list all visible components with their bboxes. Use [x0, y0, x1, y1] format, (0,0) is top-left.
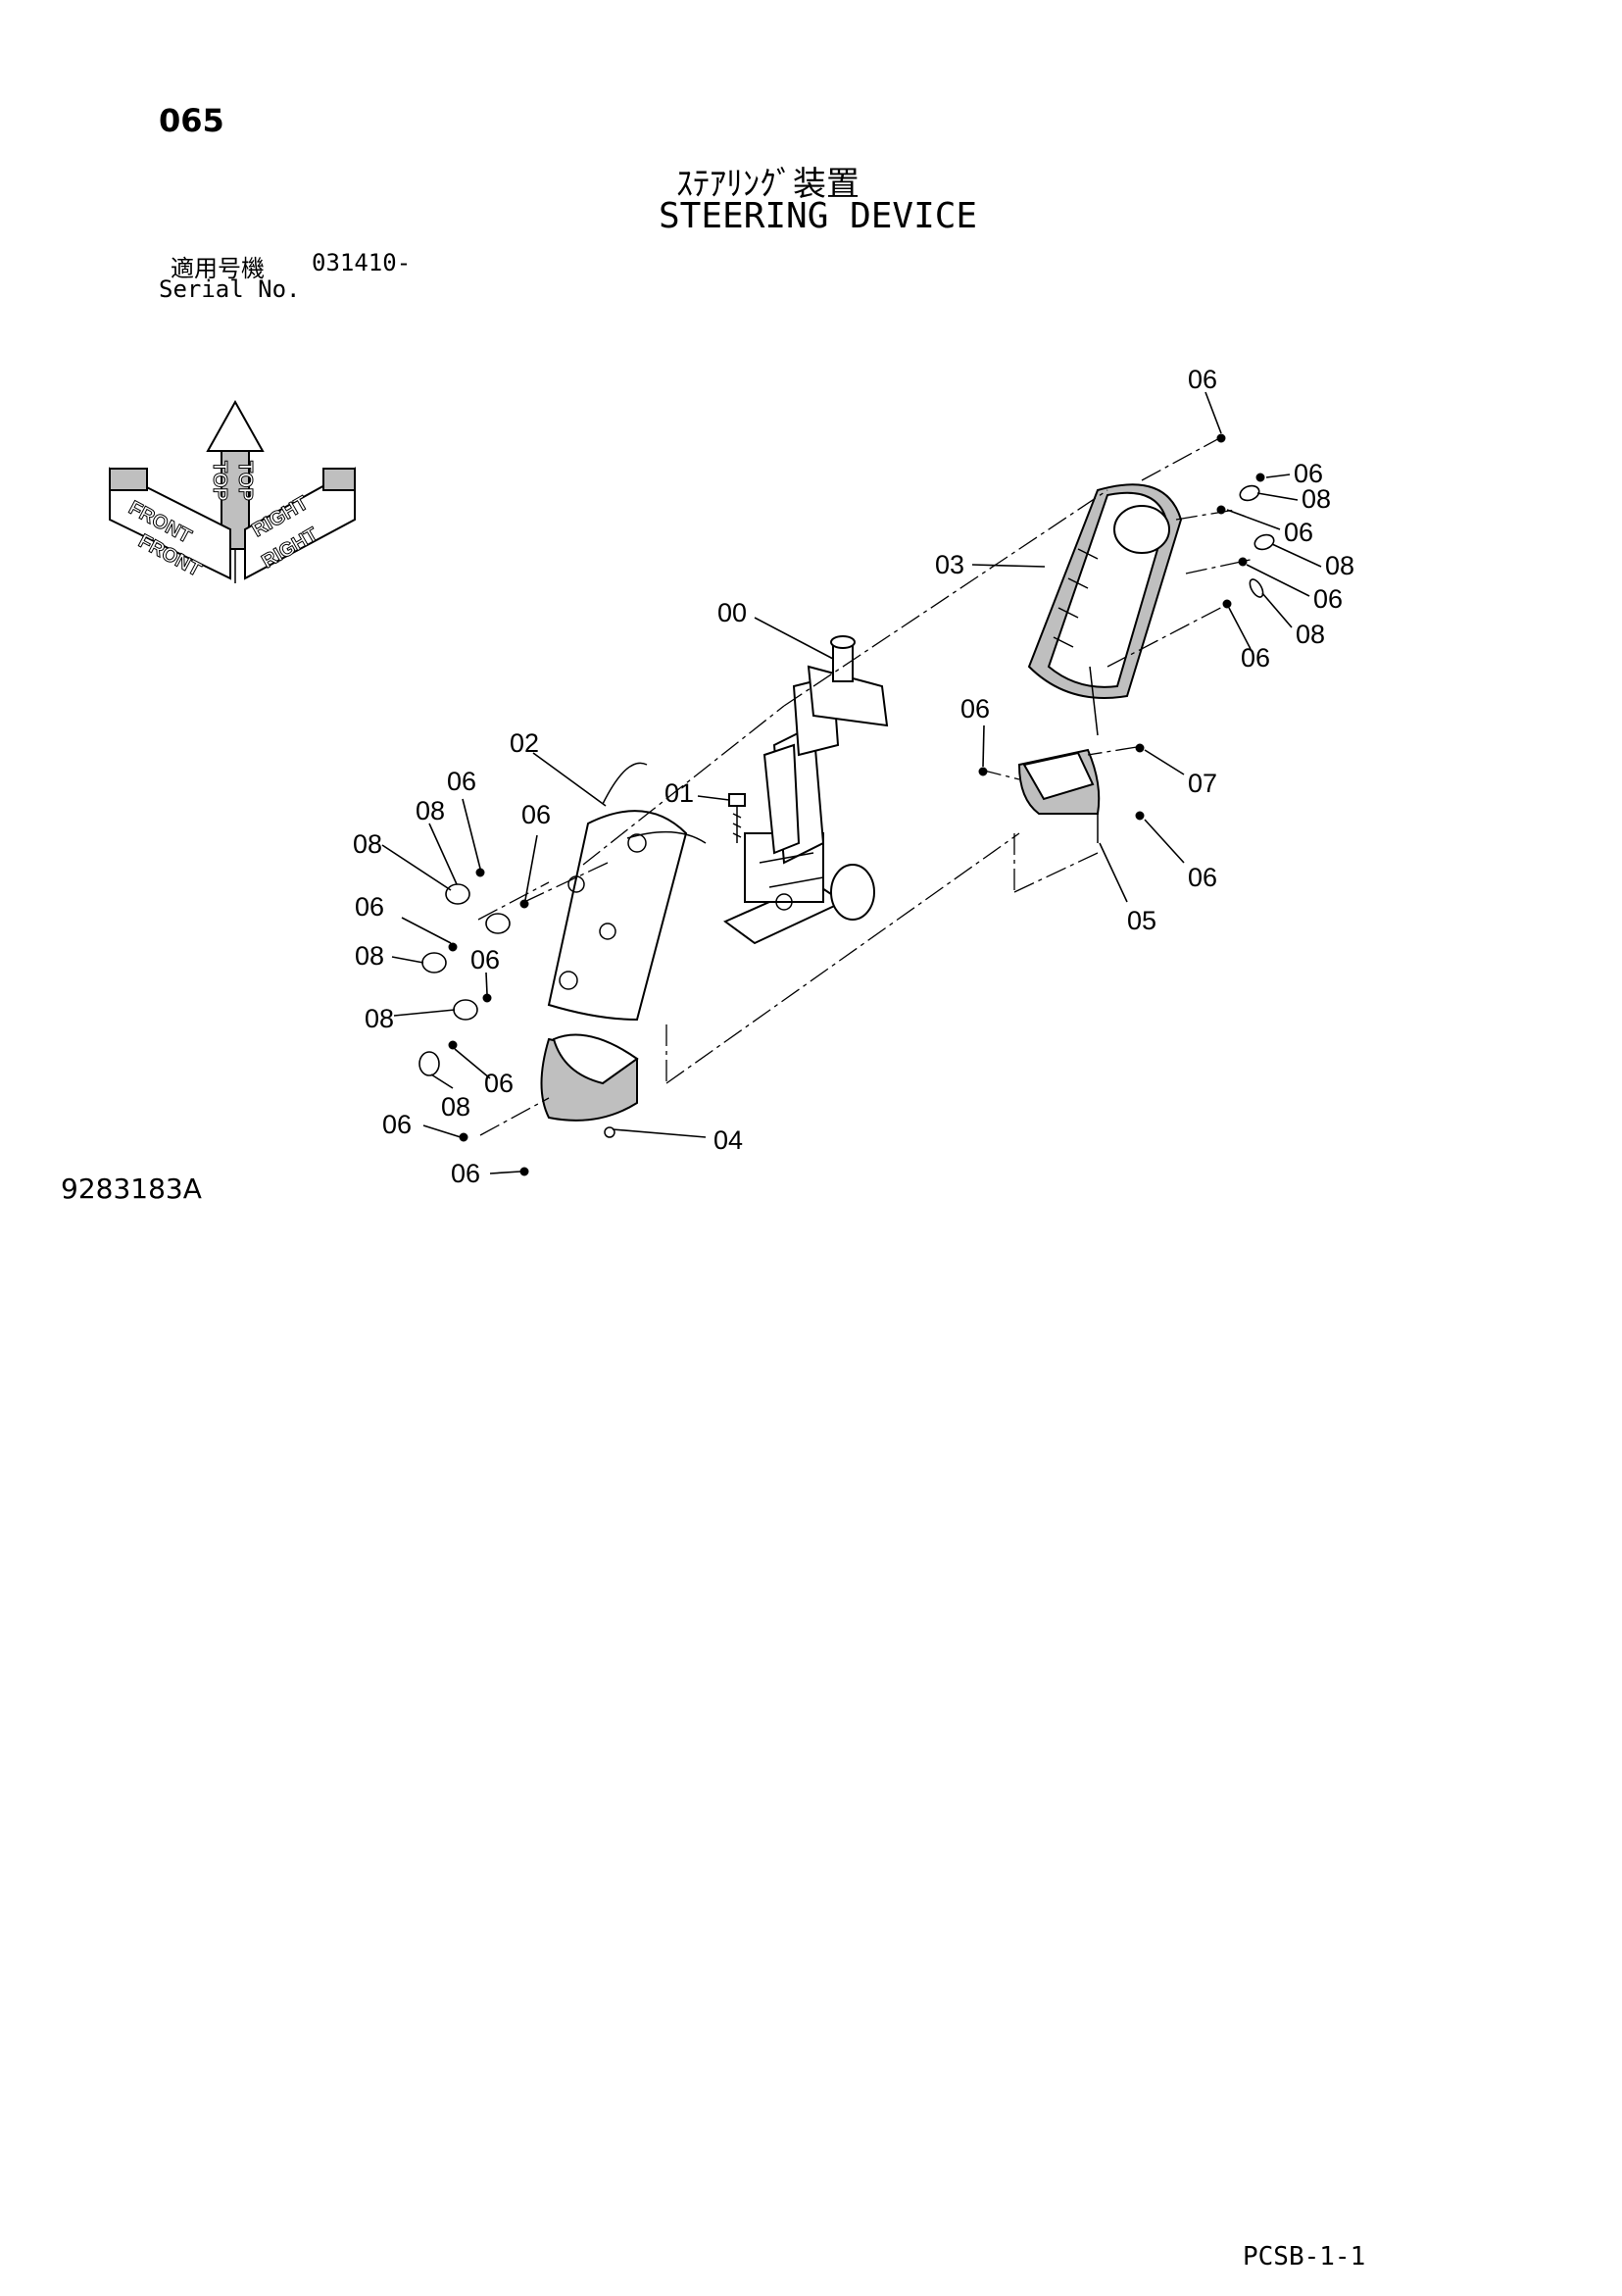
top-label-left: TOP: [209, 461, 230, 501]
callout-08: 08: [1302, 484, 1331, 514]
leader-lines: [381, 391, 1322, 1174]
cap: [1249, 578, 1264, 598]
callout-08: 08: [441, 1092, 470, 1122]
right-arrow-head: [322, 468, 356, 491]
screw: [519, 899, 529, 909]
callout-06: 06: [1188, 863, 1217, 892]
screw: [448, 942, 458, 952]
callout-08: 08: [353, 829, 382, 859]
orientation-marker: FRONT FRONT TOP TOP RIGHT RIGHT: [109, 399, 356, 583]
lower-right-cover-part-05: [1017, 748, 1101, 843]
screw: [1238, 557, 1248, 567]
title-japanese: ｽﾃｱﾘﾝｸﾞ装置: [676, 165, 860, 204]
cap: [418, 1051, 440, 1076]
page-title: STEERING DEVICE: [659, 196, 978, 236]
page-code: PCSB-1-1: [1243, 2242, 1366, 2271]
callout-06: 06: [451, 1159, 480, 1188]
callout-06: 06: [470, 945, 500, 974]
cap: [453, 999, 478, 1021]
callout-06: 06: [521, 800, 551, 829]
callout-01: 01: [664, 778, 694, 808]
cap: [1239, 484, 1260, 502]
callout-06: 06: [382, 1110, 412, 1139]
serial-number-value: 031410-: [312, 249, 412, 276]
cap: [485, 913, 511, 934]
callout-06: 06: [1284, 518, 1313, 547]
serial-label: Serial No.: [159, 275, 301, 303]
callout-08: 08: [355, 941, 384, 971]
callout-06: 06: [355, 892, 384, 922]
callout-06: 06: [1241, 643, 1270, 673]
callout-06: 06: [447, 767, 476, 796]
serial-label-japanese: 適用号機: [171, 255, 265, 282]
callout-04: 04: [713, 1125, 743, 1155]
callout-06: 06: [484, 1069, 514, 1098]
callout-02: 02: [510, 728, 539, 758]
cap: [1253, 533, 1275, 551]
right-panel: [244, 467, 356, 580]
screw: [978, 767, 988, 776]
callout-08: 08: [1325, 551, 1354, 580]
screw: [1135, 811, 1145, 821]
steering-column-part-00: [723, 635, 889, 945]
screw: [1255, 473, 1265, 482]
screw: [448, 1040, 458, 1050]
callout-06: 06: [1313, 584, 1343, 614]
screw: [1222, 599, 1232, 609]
lower-front-cover-part-04: [540, 1033, 639, 1138]
callout-07: 07: [1188, 769, 1217, 798]
callout-08: 08: [1296, 620, 1325, 649]
assembly-lines: [477, 435, 1255, 1136]
screw: [475, 868, 485, 877]
callout-00: 00: [717, 598, 747, 627]
callout-labels: 06 06 08 06 08 06 08 06 03 00 02 01 06 0…: [353, 365, 1354, 1188]
cap: [421, 952, 447, 973]
screw: [1216, 433, 1226, 443]
caps-part-08: [418, 484, 1275, 1076]
cap: [445, 883, 470, 905]
screw: [1216, 505, 1226, 515]
front-arrow-head: [109, 468, 148, 491]
callout-06: 06: [1294, 459, 1323, 488]
callout-03: 03: [935, 550, 964, 579]
callout-08: 08: [365, 1004, 394, 1033]
screw: [482, 993, 492, 1003]
screw: [519, 1167, 529, 1176]
page-number: 065: [159, 102, 224, 139]
screws-part-06: [448, 433, 1265, 1176]
drawing-number: 9283183A: [61, 1173, 202, 1205]
screw: [459, 1132, 468, 1142]
callout-05: 05: [1127, 906, 1156, 935]
callout-08: 08: [416, 796, 445, 825]
left-cover-part-02: [547, 762, 707, 1022]
right-cover-part-03: [1027, 483, 1183, 736]
front-panel: [109, 467, 231, 580]
callout-06: 06: [1188, 365, 1217, 394]
top-label-right: TOP: [234, 461, 256, 501]
bolt-part-01: [728, 793, 746, 843]
screw: [1135, 743, 1145, 753]
callout-06: 06: [960, 694, 990, 724]
